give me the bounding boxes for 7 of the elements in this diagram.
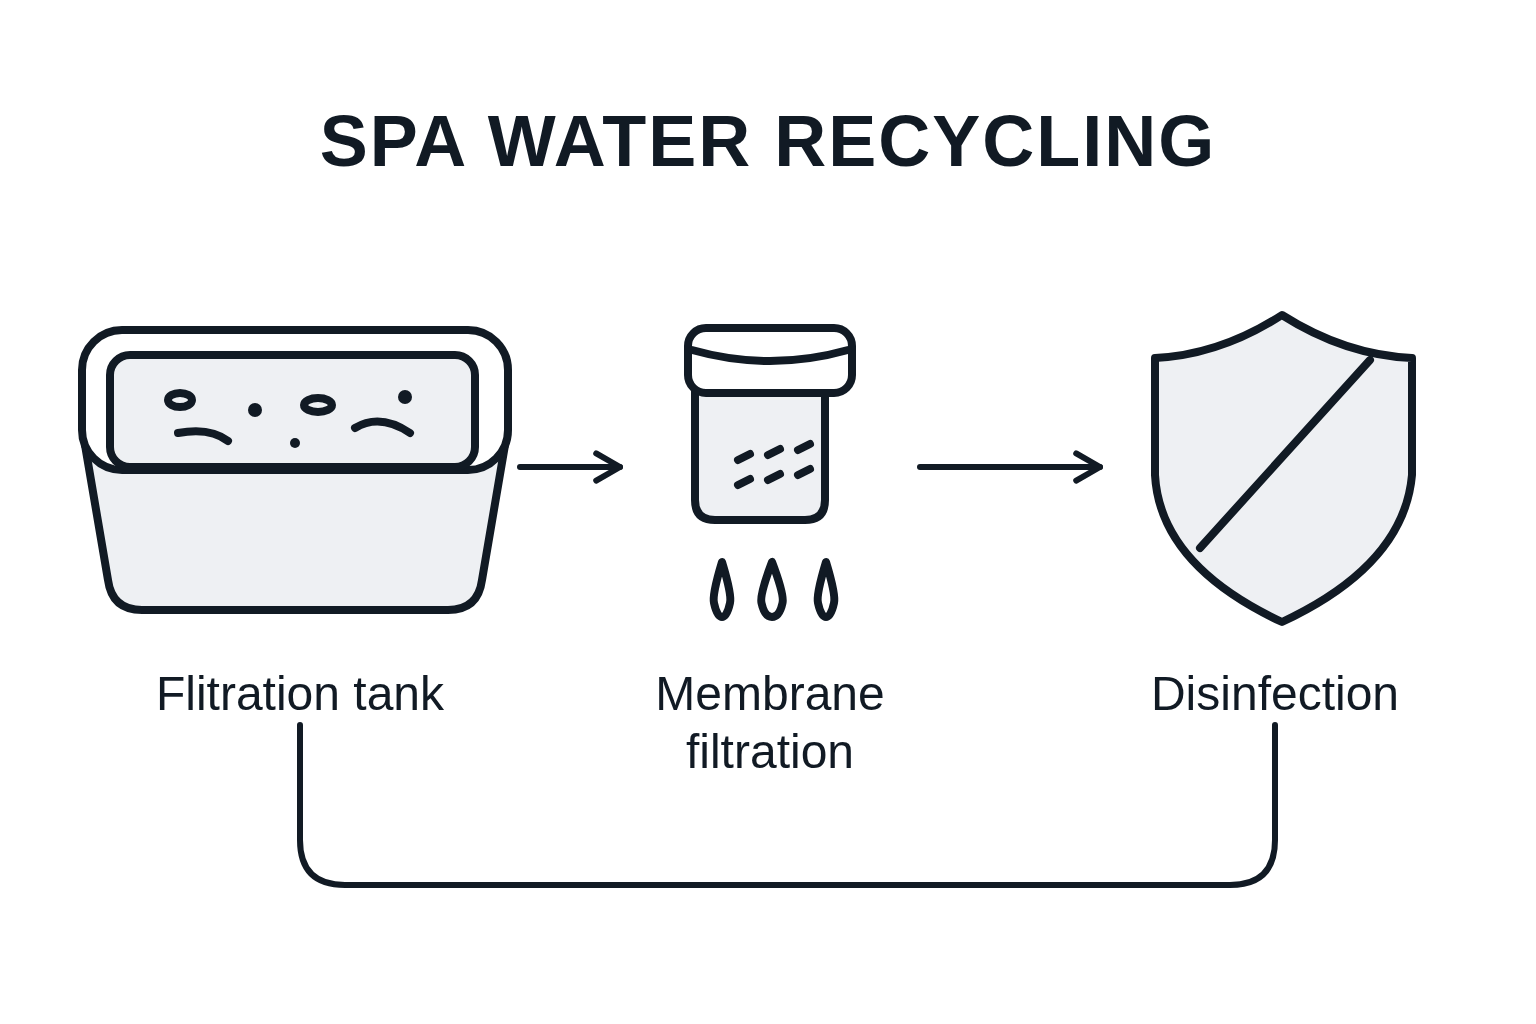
return-line <box>297 722 1278 888</box>
title: SPA WATER RECYCLING <box>318 100 1218 182</box>
step-label: Membrane filtration <box>654 666 886 780</box>
arrow <box>517 450 623 484</box>
step-label: Flitration tank <box>154 666 446 722</box>
step-label: Disinfection <box>1149 666 1401 722</box>
arrow <box>917 450 1103 484</box>
